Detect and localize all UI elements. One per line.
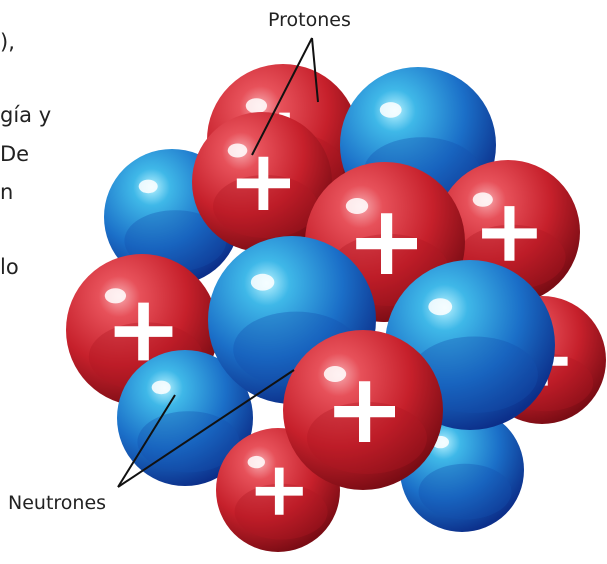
- neutrons-label: Neutrones: [8, 492, 106, 514]
- protons-label: Protones: [268, 9, 351, 31]
- nucleus-particles: [66, 64, 606, 552]
- proton-sphere: [283, 330, 443, 490]
